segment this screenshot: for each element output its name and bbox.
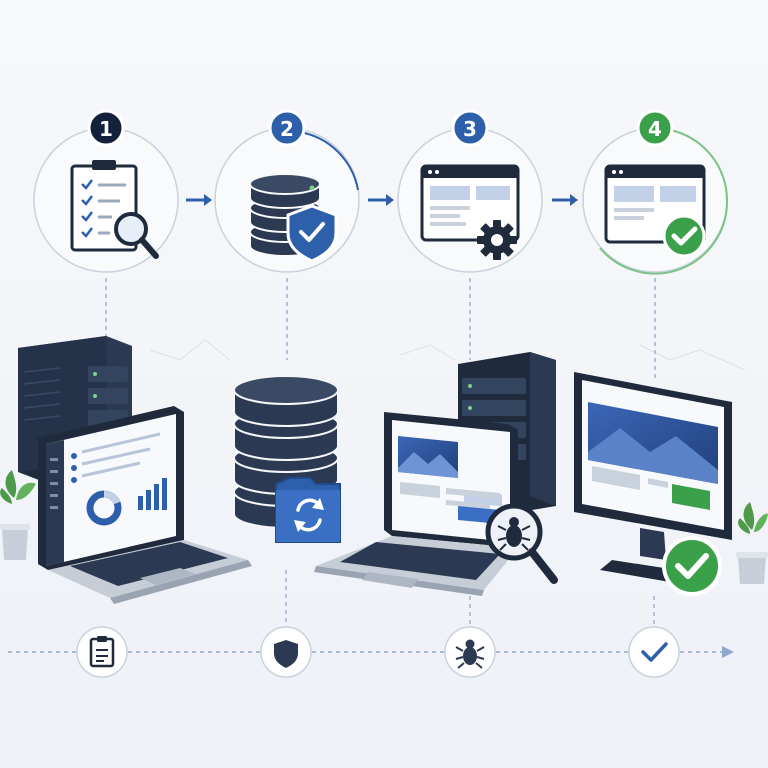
monitor-icon xyxy=(574,372,732,596)
step-4-badge xyxy=(636,109,674,147)
step-4: 4 xyxy=(582,109,729,275)
browser-check-icon xyxy=(604,164,706,258)
step-1: 1 xyxy=(33,109,179,273)
database-sync-icon xyxy=(233,375,341,543)
check-icon xyxy=(641,642,668,662)
bottom-connectors xyxy=(285,570,655,628)
timeline-step-2 xyxy=(260,626,312,678)
browser-gear-icon xyxy=(420,164,520,260)
timeline-step-3 xyxy=(444,626,496,678)
checklist-search-icon xyxy=(70,160,159,259)
timeline-step-1 xyxy=(76,626,128,678)
laptop-browser-icon xyxy=(314,412,558,596)
step-3: 3 xyxy=(397,109,543,273)
step-row: 1 xyxy=(33,109,729,275)
step-2: 2 xyxy=(214,109,360,273)
bug-icon xyxy=(455,639,485,669)
timeline-arrow-icon xyxy=(722,646,734,658)
step-3-number: 3 xyxy=(463,117,477,141)
database-shield-icon xyxy=(249,173,338,263)
step-1-number: 1 xyxy=(99,117,113,141)
timeline xyxy=(8,626,734,678)
timeline-step-4 xyxy=(628,626,680,678)
arrow-icon xyxy=(186,194,212,206)
arrow-icon xyxy=(368,194,394,206)
step-2-badge xyxy=(268,109,306,147)
plant-icon xyxy=(736,502,768,584)
devices-illustration xyxy=(0,336,768,604)
shield-icon xyxy=(274,640,298,668)
step-1-badge xyxy=(87,109,125,147)
step-3-badge xyxy=(451,109,489,147)
laptop-dashboard-icon xyxy=(38,406,252,604)
clipboard-icon xyxy=(89,636,115,668)
step-connectors xyxy=(105,278,656,378)
step-4-number: 4 xyxy=(648,117,662,141)
arrow-icon xyxy=(552,194,578,206)
step-2-number: 2 xyxy=(280,117,294,141)
plant-icon xyxy=(0,470,36,560)
bug-search-icon xyxy=(485,503,558,584)
success-check-icon xyxy=(662,536,722,596)
